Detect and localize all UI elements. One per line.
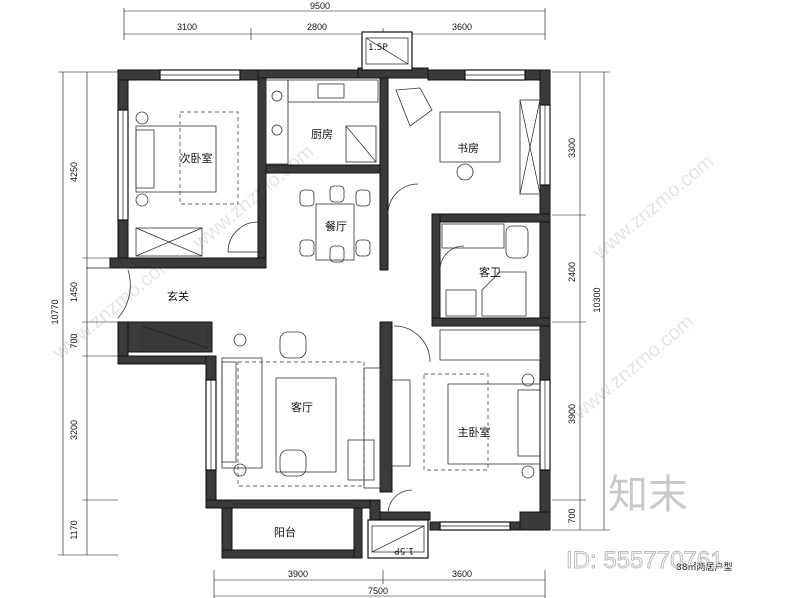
dim-left-3: 700 (69, 333, 79, 348)
dim-bottom-total: 7500 (368, 586, 388, 596)
room-label-dining: 餐厅 (325, 219, 347, 233)
study-furniture: 书房 (387, 87, 541, 215)
dim-top-3: 3600 (452, 22, 472, 32)
dimension-right: 3300 2400 3900 700 10300 (552, 71, 610, 531)
ac-units: 1.5P 1.5P (361, 31, 429, 559)
dim-left-4: 3200 (69, 420, 79, 440)
dim-right-total: 10300 (592, 287, 602, 312)
watermark-logo: 知末 (608, 472, 688, 518)
entrance-furniture: 玄关 (86, 267, 209, 349)
watermark-id: ID: 555770761 (566, 547, 723, 574)
dim-right-3: 3900 (567, 404, 577, 424)
room-label-study: 书房 (457, 142, 479, 155)
balcony: 阳台 (221, 503, 363, 559)
living-furniture: 客厅 (221, 331, 381, 489)
dim-left-1: 4250 (69, 162, 79, 182)
dimension-top: 9500 3100 2800 3600 (123, 1, 546, 40)
dim-top-2: 2800 (307, 22, 327, 32)
room-label-guest-bath: 客卫 (479, 265, 501, 279)
dining-furniture: 餐厅 (299, 185, 371, 263)
dimension-bottom: 3900 3600 7500 (213, 569, 546, 598)
master-bedroom-furniture: 主卧室 (387, 325, 541, 515)
room-label-secondary-bedroom: 次卧室 (180, 151, 213, 165)
ac-tag-bottom: 1.5P (394, 545, 414, 555)
dim-bottom-2: 3600 (452, 569, 472, 579)
room-label-balcony: 阳台 (274, 525, 296, 539)
room-label-kitchen: 厨房 (311, 128, 333, 141)
dim-left-2: 1450 (69, 282, 79, 302)
dim-bottom-1: 3900 (288, 569, 308, 579)
dimension-left: 4250 1450 700 3200 1170 10770 (50, 71, 118, 556)
kitchen-furniture: 厨房 (265, 79, 379, 165)
dim-right-2: 2400 (567, 262, 577, 282)
dim-top-total: 9500 (310, 1, 330, 11)
dim-right-4: 700 (567, 508, 577, 523)
room-label-entrance: 玄关 (167, 289, 189, 303)
secondary-bedroom-furniture: 次卧室 (135, 111, 259, 257)
dim-right-1: 3300 (567, 138, 577, 158)
ac-tag-top: 1.5P (368, 43, 388, 53)
dim-left-total: 10770 (50, 299, 60, 324)
plan-tag: 88㎡两居户型 (676, 561, 732, 573)
watermark-diagonal-3: www.znzmo.com (588, 151, 718, 265)
room-label-master-bedroom: 主卧室 (458, 425, 491, 439)
guest-bath-furniture: 客卫 (439, 223, 529, 317)
room-label-living: 客厅 (291, 400, 313, 414)
windows (117, 69, 551, 531)
dim-left-5: 1170 (69, 520, 79, 539)
dim-top-1: 3100 (177, 22, 197, 32)
watermark-diagonal-4: www.znzmo.com (568, 311, 698, 425)
